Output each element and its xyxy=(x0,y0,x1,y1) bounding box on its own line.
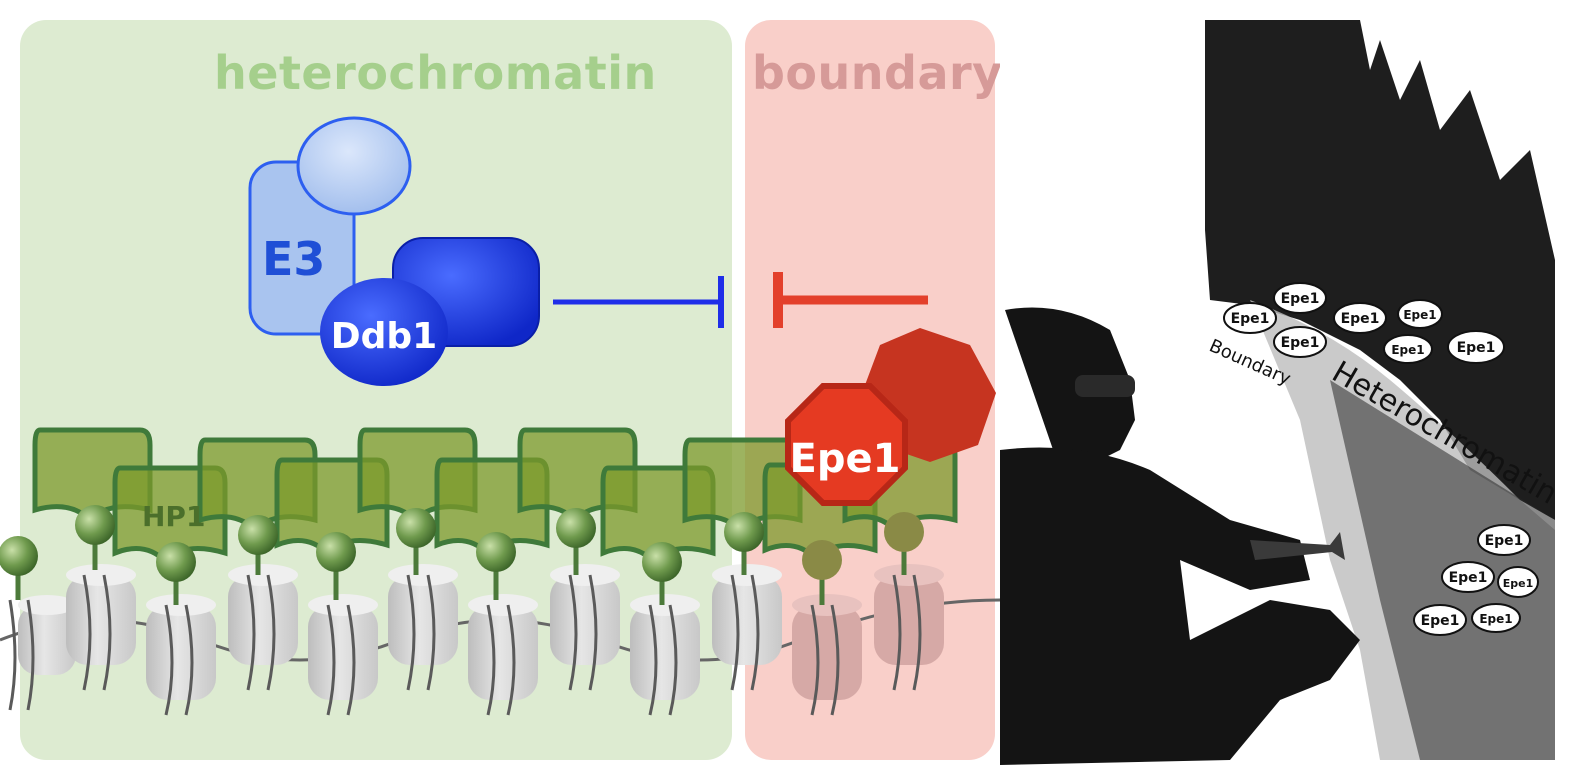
epe1-tag: Epe1 xyxy=(1503,577,1534,590)
ddb1-label: Ddb1 xyxy=(331,316,437,357)
nucleosome-row xyxy=(18,564,944,700)
heterochromatin-title: heterochromatin xyxy=(214,46,657,100)
heterochromatin-mass xyxy=(1205,20,1555,520)
epe1-tag: Epe1 xyxy=(1421,613,1460,629)
epe1-tag: Epe1 xyxy=(1341,311,1380,327)
e3-label: E3 xyxy=(262,232,325,286)
person-figure xyxy=(1000,307,1360,765)
epe1-label: Epe1 xyxy=(790,436,901,482)
epe1-tag: Epe1 xyxy=(1449,570,1488,586)
methyl-marks xyxy=(0,505,924,605)
epe1-tag: Epe1 xyxy=(1231,311,1270,327)
epe1-inhibition-edge xyxy=(773,272,928,328)
epe1-tag: Epe1 xyxy=(1403,308,1436,322)
e3-ligase-complex xyxy=(248,116,540,386)
ddb1-inhibition-edge xyxy=(553,276,724,328)
hp1-cluster xyxy=(32,427,958,565)
epe1-complex xyxy=(785,328,996,506)
diagram-canvas: HP1 E3 Ddb1 Epe1 xyxy=(0,116,1000,716)
hp1-label: HP1 xyxy=(142,500,205,533)
trumpet xyxy=(1250,532,1345,560)
epe1-tag: Epe1 xyxy=(1457,340,1496,356)
epe1-tag: Epe1 xyxy=(1281,291,1320,307)
epe1-tag: Epe1 xyxy=(1485,533,1524,549)
dna-wraps xyxy=(8,574,922,716)
boundary-title: boundary xyxy=(752,46,1003,100)
epe1-tag: Epe1 xyxy=(1391,343,1424,357)
epe1-tag: Epe1 xyxy=(1281,335,1320,351)
epe1-tag: Epe1 xyxy=(1479,612,1512,626)
sketch-illustration: Epe1 Epe1 Epe1 Epe1 Epe1 Epe1 Epe1 Epe1 … xyxy=(1000,20,1563,765)
epe1-tags xyxy=(1223,282,1539,636)
